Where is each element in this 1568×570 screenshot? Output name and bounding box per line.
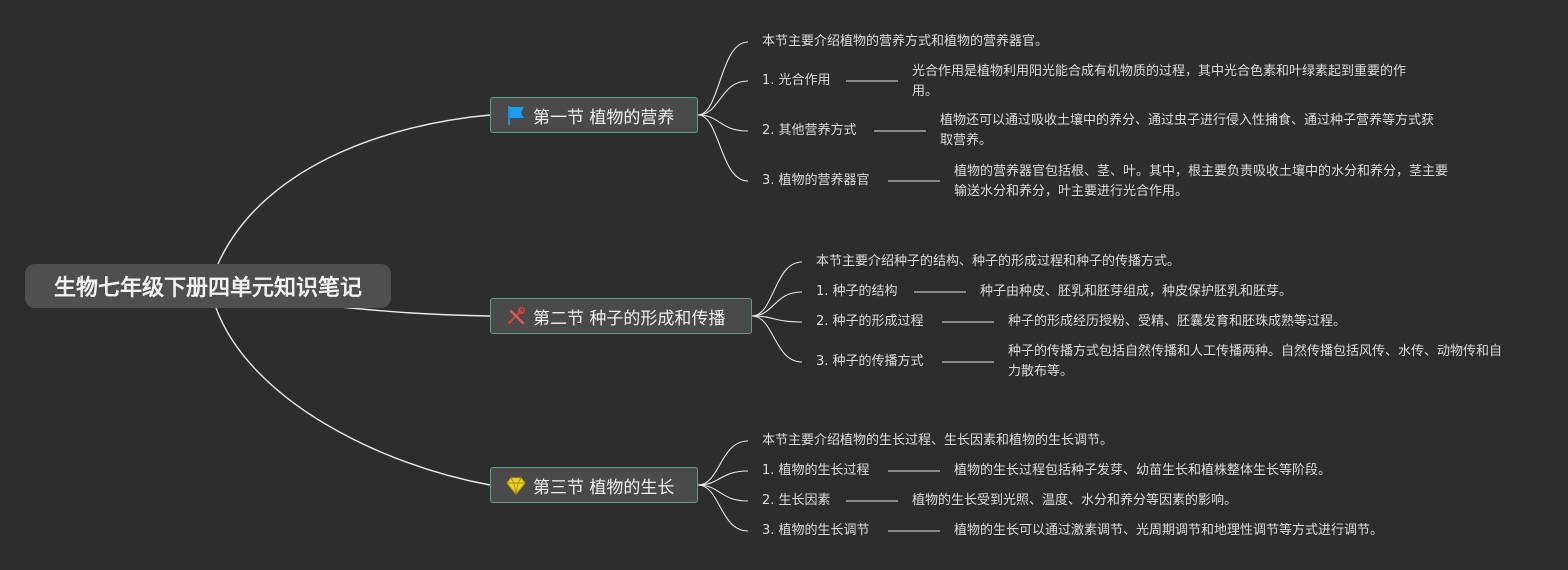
section-3-node[interactable]: 第三节 植物的生长 xyxy=(490,467,698,503)
section-1-item-1-desc[interactable]: 光合作用是植物利用阳光能合成有机物质的过程，其中光合色素和叶绿素起到重要的作用。 xyxy=(912,64,1407,99)
connector-section-2-child-2 xyxy=(751,291,803,317)
section-2-item-1-desc[interactable]: 种子由种皮、胚乳和胚芽组成，种皮保护胚乳和胚芽。 xyxy=(980,284,1293,299)
section-3-item-2-desc[interactable]: 植物的生长受到光照、温度、水分和养分等因素的影响。 xyxy=(912,493,1238,508)
section-3-item-3-desc[interactable]: 植物的生长可以通过激素调节、光周期调节和地理性调节等方式进行调节。 xyxy=(954,523,1384,538)
section-2-node[interactable]: 第二节 种子的形成和传播 xyxy=(490,298,752,334)
connector-section-1-child-3 xyxy=(697,114,749,132)
flag-icon xyxy=(505,104,527,126)
section-1-item-1[interactable]: 1. 光合作用 xyxy=(762,73,831,88)
section-3-title: 第三节 植物的生长 xyxy=(533,477,675,498)
section-3-item-1[interactable]: 1. 植物的生长过程 xyxy=(762,463,870,478)
connector-section-3-child-3 xyxy=(697,484,749,502)
section-2-item-3[interactable]: 3. 种子的传播方式 xyxy=(816,354,924,369)
connector-section-2-child-4 xyxy=(751,315,803,363)
section-2-item-2-desc[interactable]: 种子的形成经历授粉、受精、胚囊发育和胚珠成熟等过程。 xyxy=(1008,314,1347,329)
section-3-item-1-desc[interactable]: 植物的生长过程包括种子发芽、幼苗生长和植株整体生长等阶段。 xyxy=(954,463,1332,478)
section-2-item-2[interactable]: 2. 种子的形成过程 xyxy=(816,314,924,329)
connector-section-3-child-1 xyxy=(697,440,749,486)
section-1-item-3[interactable]: 3. 植物的营养器官 xyxy=(762,173,870,188)
section-3-item-2[interactable]: 2. 生长因素 xyxy=(762,493,831,508)
section-1-node[interactable]: 第一节 植物的营养 xyxy=(490,97,698,133)
connector-section-1-child-4 xyxy=(697,114,749,182)
tools-icon xyxy=(505,305,527,327)
connector-section-2-child-1 xyxy=(751,261,803,317)
connector-section-3-child-2 xyxy=(697,470,749,486)
section-1-item-2-desc[interactable]: 植物还可以通过吸收土壤中的养分、通过虫子进行侵入性捕食、通过种子营养等方式获取营… xyxy=(940,113,1435,148)
connector-section-1-child-1 xyxy=(697,41,749,116)
section-1-item-3-desc[interactable]: 植物的营养器官包括根、茎、叶。其中，根主要负责吸收土壤中的水分和养分，茎主要输送… xyxy=(954,164,1449,199)
root-title: 生物七年级下册四单元知识笔记 xyxy=(53,276,362,301)
connector-root-section-1 xyxy=(217,114,491,265)
section-3-item-3[interactable]: 3. 植物的生长调节 xyxy=(762,523,870,538)
connector-section-3-child-4 xyxy=(697,484,749,532)
root-topic[interactable]: 生物七年级下册四单元知识笔记 xyxy=(25,264,391,308)
diamond-icon xyxy=(505,474,527,496)
connector-section-1-child-2 xyxy=(697,80,749,116)
section-2-item-3-desc[interactable]: 种子的传播方式包括自然传播和人工传播两种。自然传播包括风传、水传、动物传和自力散… xyxy=(1008,344,1503,379)
section-2-intro[interactable]: 本节主要介绍种子的结构、种子的形成过程和种子的传播方式。 xyxy=(816,254,1181,269)
section-1-intro[interactable]: 本节主要介绍植物的营养方式和植物的营养器官。 xyxy=(762,34,1049,49)
section-1-title: 第一节 植物的营养 xyxy=(533,107,675,128)
section-1-item-2[interactable]: 2. 其他营养方式 xyxy=(762,123,857,138)
connector-section-2-child-3 xyxy=(751,315,803,323)
section-3-intro[interactable]: 本节主要介绍植物的生长过程、生长因素和植物的生长调节。 xyxy=(762,433,1114,448)
section-2-item-1[interactable]: 1. 种子的结构 xyxy=(816,284,898,299)
section-2-title: 第二节 种子的形成和传播 xyxy=(533,308,726,329)
connector-root-section-3 xyxy=(215,307,491,486)
